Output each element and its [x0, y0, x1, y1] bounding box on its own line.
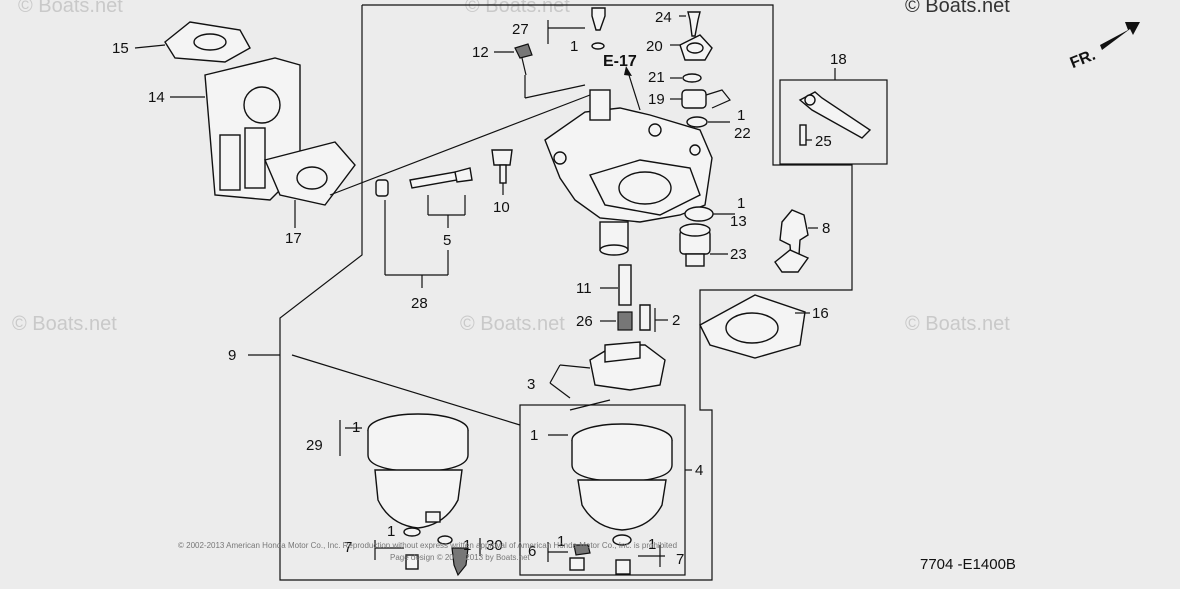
watermark: © Boats.net [12, 313, 117, 335]
ref-label-e17: E-17 [603, 53, 637, 70]
callout-22: 22 [734, 125, 751, 142]
callout-1: 1 [648, 536, 656, 553]
gasket-part-16 [699, 294, 810, 359]
oring-part-13 [684, 206, 735, 222]
callout-5: 5 [443, 232, 451, 249]
lever-part-8 [774, 209, 818, 273]
jet-part-23 [679, 223, 728, 267]
callout-18: 18 [830, 51, 847, 68]
screw-part-24 [679, 11, 701, 37]
callout-30: 30 [486, 537, 503, 554]
callout-4: 4 [695, 462, 703, 479]
callout-3: 3 [527, 376, 535, 393]
screw-part-6 [547, 542, 591, 571]
nozzle-part-11 [600, 264, 632, 306]
callout-10: 10 [493, 199, 510, 216]
callout-29: 29 [306, 437, 323, 454]
callout-21: 21 [648, 69, 665, 86]
callout-14: 14 [148, 89, 165, 106]
seal-part-22 [686, 116, 730, 128]
callout-15: 15 [112, 40, 129, 57]
callout-24: 24 [655, 9, 672, 26]
callout-23: 23 [730, 246, 747, 263]
callout-1: 1 [352, 419, 360, 436]
callout-19: 19 [648, 91, 665, 108]
watermark: © Boats.net [460, 313, 565, 335]
copyright-notice-2: Page design © 2002-2013 by Boats.net [390, 553, 531, 562]
callout-6: 6 [528, 543, 536, 560]
choke-valve-part-19 [670, 89, 731, 109]
callout-20: 20 [646, 38, 663, 55]
callout-1: 1 [530, 427, 538, 444]
callout-1: 1 [463, 537, 471, 554]
drain-bolt-part-7 [374, 527, 421, 570]
float-part-3 [549, 341, 666, 411]
callout-28: 28 [411, 295, 428, 312]
screw-part-10 [491, 149, 513, 195]
carburetor-body [544, 89, 713, 256]
choke-lever-part-18 [798, 91, 872, 146]
screw-part-27 [547, 7, 606, 50]
callout-1: 1 [570, 38, 578, 55]
callout-9: 9 [228, 347, 236, 364]
front-direction-arrow: FR. [1068, 22, 1140, 72]
lever-group-frame [779, 79, 888, 165]
callout-1: 1 [387, 523, 395, 540]
gasket-part-15 [134, 21, 251, 63]
outline-frame [279, 4, 853, 581]
svg-text:FR.: FR. [1068, 47, 1098, 72]
watermark: © Boats.net [905, 313, 1010, 335]
drain-bolt-part-7-right [612, 534, 665, 575]
float-bowl-part-29 [339, 413, 469, 529]
callout-11: 11 [576, 280, 592, 297]
callout-25: 25 [815, 133, 832, 150]
pilot-screw-part-5 [375, 167, 473, 288]
callout-13: 13 [730, 213, 747, 230]
callout-17: 17 [285, 230, 302, 247]
callout-1: 1 [737, 195, 745, 212]
callout-12: 12 [472, 44, 489, 61]
callout-16: 16 [812, 305, 829, 322]
holder-part-20 [670, 34, 713, 61]
washer-part-21 [670, 73, 702, 83]
callout-27: 27 [512, 21, 529, 38]
callout-7: 7 [676, 551, 684, 568]
float-bowl-part-4 [548, 423, 692, 531]
callout-1: 1 [737, 107, 745, 124]
watermark: © Boats.net [905, 0, 1010, 17]
callout-2: 2 [672, 312, 680, 329]
bowl-group-frame [519, 404, 686, 576]
vent-tube-part-12 [494, 43, 586, 99]
callout-26: 26 [576, 313, 593, 330]
gasket-part-17 [264, 94, 591, 228]
watermark: © Boats.net [465, 0, 570, 17]
callout-7: 7 [344, 539, 352, 556]
ref-arrow [627, 71, 641, 111]
copyright-notice: © 2002-2013 American Honda Motor Co., In… [178, 541, 677, 550]
drain-screw-part-30 [437, 535, 481, 577]
watermark: © Boats.net [18, 0, 123, 17]
callout-8: 8 [822, 220, 830, 237]
diagram-code: 7704 -E1400B [920, 556, 1016, 573]
jet-part-26 [600, 304, 668, 332]
callout-1: 1 [557, 533, 565, 550]
